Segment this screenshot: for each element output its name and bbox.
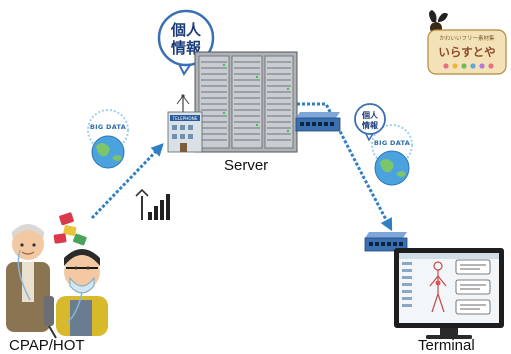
terminal-label: Terminal — [418, 337, 475, 354]
signal-antenna-icon — [135, 188, 170, 220]
big-data-globe-right: BIG DATA — [371, 124, 413, 186]
terminal-monitor-icon — [394, 248, 504, 339]
boy-with-mask-illustration — [56, 249, 108, 336]
personal-info-bubble-small: 個人 情報 — [354, 103, 386, 142]
personal-info-large-line2: 情報 — [171, 39, 202, 57]
telephone-sign: TELEPHONE — [172, 116, 198, 121]
big-data-globe-left: BIG DATA — [87, 109, 129, 169]
logo-wordmark: いらすとや — [438, 45, 495, 59]
server-label: Server — [224, 157, 269, 174]
flow-arrows — [90, 102, 393, 232]
irasutoya-logo: かわいいフリー素材集 いらすとや — [427, 10, 507, 75]
personal-info-small-line2: 情報 — [361, 120, 379, 130]
logo-tagline: かわいいフリー素材集 — [439, 34, 495, 42]
arrow-server-to-terminal — [292, 102, 393, 232]
server-rack-icon — [194, 51, 298, 153]
elderly-man-illustration — [6, 224, 57, 339]
arrow-cpap-to-telephone — [90, 143, 164, 220]
network-switch-server-icon — [295, 112, 341, 132]
personal-info-large-line1: 個人 — [170, 21, 202, 39]
big-data-left-label: BIG DATA — [90, 123, 126, 131]
network-switch-terminal-icon — [364, 232, 408, 252]
big-data-right-label: BIG DATA — [374, 139, 410, 147]
cpap-hot-label: CPAP/HOT — [9, 337, 85, 354]
sim-cards-icon — [53, 212, 87, 246]
telephone-building-icon: TELEPHONE — [167, 94, 203, 153]
personal-info-small-line1: 個人 — [361, 110, 379, 120]
